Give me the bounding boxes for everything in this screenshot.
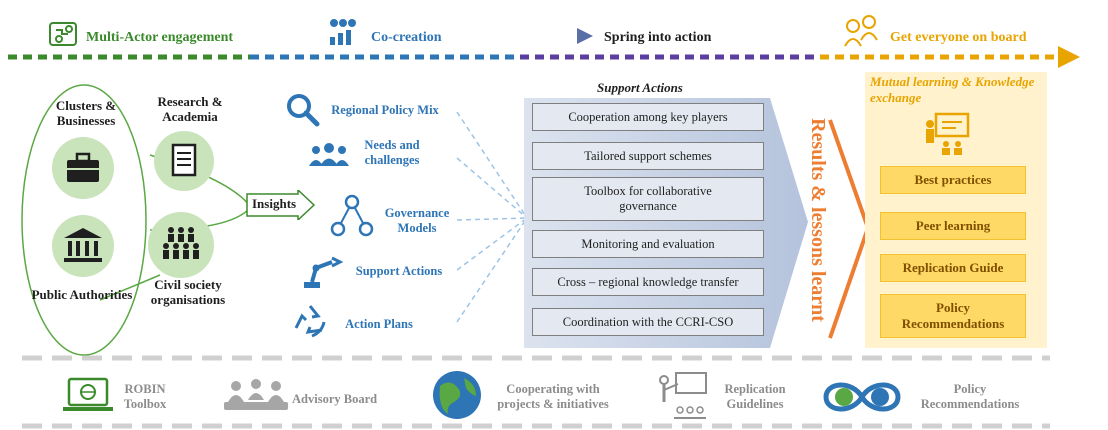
government-building-icon bbox=[64, 228, 102, 262]
support-item-monitoring: Monitoring and evaluation bbox=[532, 230, 764, 258]
activity-action-plans: Action Plans bbox=[345, 317, 413, 331]
crowd-icon bbox=[163, 227, 199, 259]
board-meeting-icon bbox=[224, 379, 288, 410]
activity-needs: Needs and challenges bbox=[364, 138, 420, 167]
briefcase-icon bbox=[67, 152, 99, 182]
globe-icon bbox=[433, 371, 481, 419]
infinity-globe-icon bbox=[823, 382, 901, 412]
play-triangle-icon bbox=[577, 28, 593, 44]
magnifier-icon bbox=[287, 94, 320, 127]
stakeholder-civil: Civil society organisations bbox=[150, 277, 226, 307]
bottom-strip-lines bbox=[22, 355, 1050, 429]
research-node bbox=[154, 131, 214, 191]
activity-connectors bbox=[456, 111, 528, 323]
network-icon bbox=[330, 194, 374, 237]
phase-label-co-creation: Co-creation bbox=[371, 30, 442, 45]
group-icon bbox=[309, 143, 349, 166]
ml-peer-learning: Peer learning bbox=[880, 212, 1026, 240]
stakeholder-public: Public Authorities bbox=[31, 287, 133, 302]
stakeholder-research: Research & Academia bbox=[157, 94, 223, 124]
support-actions-title: Support Actions bbox=[597, 80, 683, 95]
results-label: Results & lessons learnt bbox=[807, 118, 829, 322]
bottom-cooperating: Cooperating with projects & initiatives bbox=[497, 382, 609, 411]
insights-label: Insights bbox=[252, 196, 297, 211]
ml-best-practices: Best practices bbox=[880, 166, 1026, 194]
phase-arrow-line bbox=[8, 46, 1080, 68]
team-people-icon bbox=[844, 15, 878, 47]
robot-arm-icon bbox=[304, 256, 344, 288]
bar-growth-icon bbox=[330, 19, 356, 45]
laptop-globe-icon bbox=[63, 377, 113, 411]
phase-label-multi-actor: Multi-Actor engagement bbox=[86, 30, 234, 45]
activity-support-actions: Support Actions bbox=[355, 264, 443, 278]
activity-regional-policy: Regional Policy Mix bbox=[331, 103, 439, 117]
bottom-toolbox: ROBIN Toolbox bbox=[123, 382, 167, 411]
phase-label-spring: Spring into action bbox=[604, 30, 712, 45]
support-item-tailored: Tailored support schemes bbox=[532, 142, 764, 170]
support-item-cooperation: Cooperation among key players bbox=[532, 103, 764, 131]
support-item-toolbox: Toolbox for collaborative governance bbox=[532, 177, 764, 221]
bottom-policy: Policy Recommendations bbox=[920, 382, 1020, 411]
insights-arrow bbox=[246, 190, 316, 220]
public-node bbox=[52, 215, 114, 277]
civil-node bbox=[148, 212, 214, 278]
presenter-icon bbox=[659, 372, 707, 419]
clusters-node bbox=[52, 137, 114, 199]
puzzle-people-icon bbox=[49, 22, 77, 46]
ml-replication-guide: Replication Guide bbox=[880, 254, 1026, 282]
recycle-icon bbox=[294, 305, 326, 338]
bottom-replication: Replication Guidelines bbox=[724, 382, 786, 411]
ml-policy-recommendations: Policy Recommendations bbox=[880, 294, 1026, 338]
document-icon bbox=[171, 143, 197, 177]
mutual-learning-title: Mutual learning & Knowledge exchange bbox=[870, 74, 1035, 105]
support-item-coordination: Coordination with the CCRI-CSO bbox=[532, 308, 764, 336]
support-item-cross-regional: Cross – regional knowledge transfer bbox=[532, 268, 764, 296]
stakeholder-clusters: Clusters & Businesses bbox=[55, 98, 117, 128]
bottom-advisory-board: Advisory Board bbox=[292, 392, 378, 406]
phase-label-everyone: Get everyone on board bbox=[890, 30, 1027, 45]
activity-governance: Governance Models bbox=[384, 206, 450, 235]
teacher-board-icon bbox=[926, 112, 970, 155]
